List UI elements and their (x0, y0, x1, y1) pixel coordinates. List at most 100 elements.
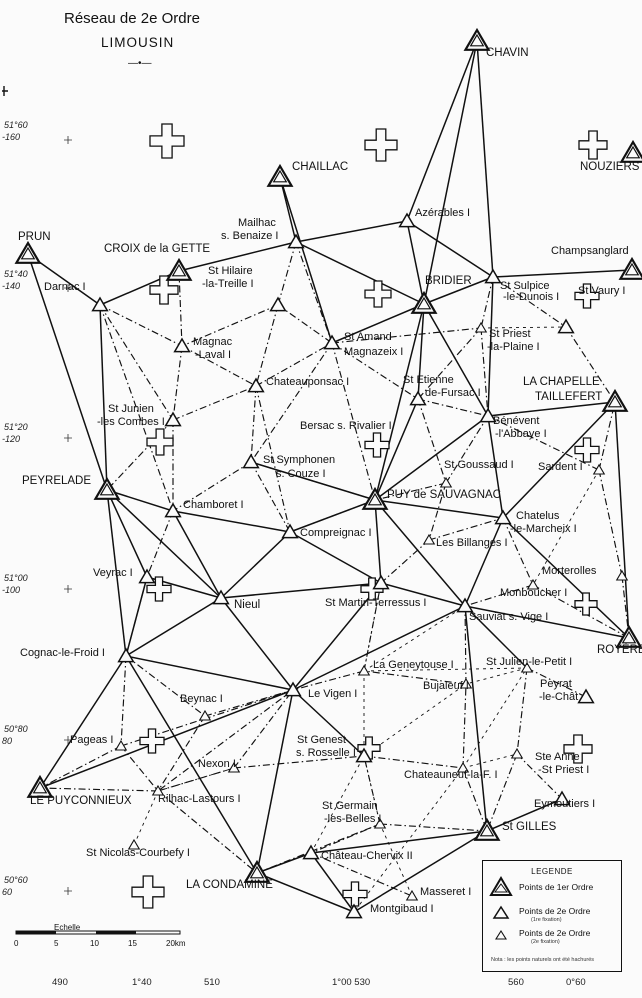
network-line (289, 499, 376, 533)
network-line (492, 276, 567, 328)
legend-second-fixation-icon (495, 929, 507, 940)
network-line (331, 342, 376, 501)
station-veyrac-icon (138, 568, 156, 584)
network-line (292, 582, 382, 691)
label-chapelle-1: LA CHAPELLE (523, 376, 600, 388)
station-chaillac-icon (266, 163, 294, 187)
station-chapelle-icon (601, 388, 629, 412)
network-line (120, 655, 127, 747)
label-billanges: Les Billanges I (436, 537, 508, 549)
station-julienp-icon (520, 661, 534, 673)
network-line (598, 401, 616, 471)
label-sauviat: Sauviat s. Vige I (469, 611, 549, 623)
label-nouziers: NOUZIERS (580, 161, 640, 173)
scale-tick-label: 5 (54, 939, 59, 948)
station-cognac-icon (117, 647, 135, 663)
network-line (255, 304, 279, 387)
station-chavin-icon (463, 27, 491, 51)
network-line (476, 40, 494, 278)
network-line (379, 823, 488, 832)
network-line (480, 327, 489, 417)
grid-tick (64, 136, 72, 144)
cross-marker (357, 736, 381, 760)
latitude-label: -160 (2, 132, 21, 142)
station-beynac-icon (198, 709, 212, 721)
network-line (289, 531, 382, 584)
label-benevent-2: -l'Abbaye I (495, 428, 547, 440)
label-vaury: St Vaury I (578, 285, 626, 297)
network-line (363, 755, 381, 825)
station-darnac-icon (91, 296, 109, 312)
network-line (379, 823, 413, 897)
station-anne-icon (510, 747, 524, 759)
legend-item-2: Points de 2e Ordre (519, 906, 591, 916)
network-line (99, 304, 174, 421)
station-nouziers-icon (619, 139, 642, 163)
network-line (374, 415, 489, 501)
grid-label: 0°60 (566, 977, 586, 988)
label-etienne-2: de-Fursac I (425, 387, 481, 399)
network-line (331, 342, 419, 400)
legend-first-order-icon (489, 876, 513, 896)
network-line (492, 269, 633, 278)
legend-item-3-sub: (2e fixation) (531, 939, 560, 945)
station-junien-icon (164, 411, 182, 427)
label-chatelus-2: -le-Marcheix I (510, 523, 577, 535)
network-line (502, 517, 630, 639)
label-junien-2: -les Combes I (97, 416, 165, 428)
network-line (125, 655, 206, 717)
network-line (363, 667, 528, 672)
grid-tick (64, 736, 72, 744)
station-masseret-icon (405, 889, 419, 901)
network-line (255, 385, 291, 533)
cross-marker (364, 128, 398, 162)
network-line (465, 667, 528, 685)
latitude-label: 51°60 (4, 120, 28, 130)
label-sulpice-2: -le-Dunois I (503, 291, 560, 303)
network-line (445, 415, 489, 484)
latitude-label: 50°60 (4, 875, 28, 885)
network-line (487, 415, 600, 471)
network-line (331, 327, 482, 344)
network-line (374, 499, 504, 519)
label-benevent-1: Bénévent (493, 415, 540, 427)
station-chervix-icon (302, 844, 320, 860)
network-line (250, 342, 333, 463)
network-line (250, 385, 257, 463)
legend-symbols (489, 876, 513, 940)
cross-marker (364, 432, 390, 458)
network-line (363, 605, 466, 672)
label-magnac-1: Magnac (193, 336, 233, 348)
legend-note: Nota : les points naturels ont été hachu… (491, 957, 595, 963)
label-royere: ROYÈRE (597, 644, 642, 656)
station-champs-icon (618, 256, 642, 280)
label-mailhac: Mailhac (238, 217, 276, 229)
network-line (310, 852, 355, 913)
network-line (39, 655, 127, 789)
network-line (39, 745, 122, 789)
network-line (502, 517, 534, 586)
station-puyconnieux-icon (26, 774, 54, 798)
latitude-label: -100 (2, 585, 21, 595)
station-bujaleuf-icon (459, 677, 473, 689)
network-line (417, 398, 489, 417)
network-line (157, 767, 235, 792)
label-peyrat-1: Peyrat (540, 678, 572, 690)
label-anne-1: Ste Anne (535, 751, 580, 763)
legend-item-2-sub: (1re fixation) (531, 917, 562, 923)
network-line (374, 398, 419, 501)
network-line (125, 597, 222, 657)
grid-label: 1°00 530 (332, 977, 371, 988)
label-amand-2: Magnazeix I (344, 346, 404, 358)
label-condamine: LA CONDAMINE (186, 879, 273, 891)
network-line (172, 510, 222, 599)
latitude-label: 51°00 (4, 573, 28, 583)
network-line (125, 655, 294, 691)
network-line (120, 745, 159, 792)
network-line (363, 755, 464, 769)
station-hilaire-icon (269, 296, 287, 312)
label-bujaleuf: Bujaleuf I (423, 680, 469, 692)
legend-box: LEGENDE Points de 1er Ordre Points de 2e… (482, 860, 622, 972)
cross-marker (364, 280, 392, 308)
label-priest-plaine-2: -la-Plaine I (487, 341, 540, 353)
